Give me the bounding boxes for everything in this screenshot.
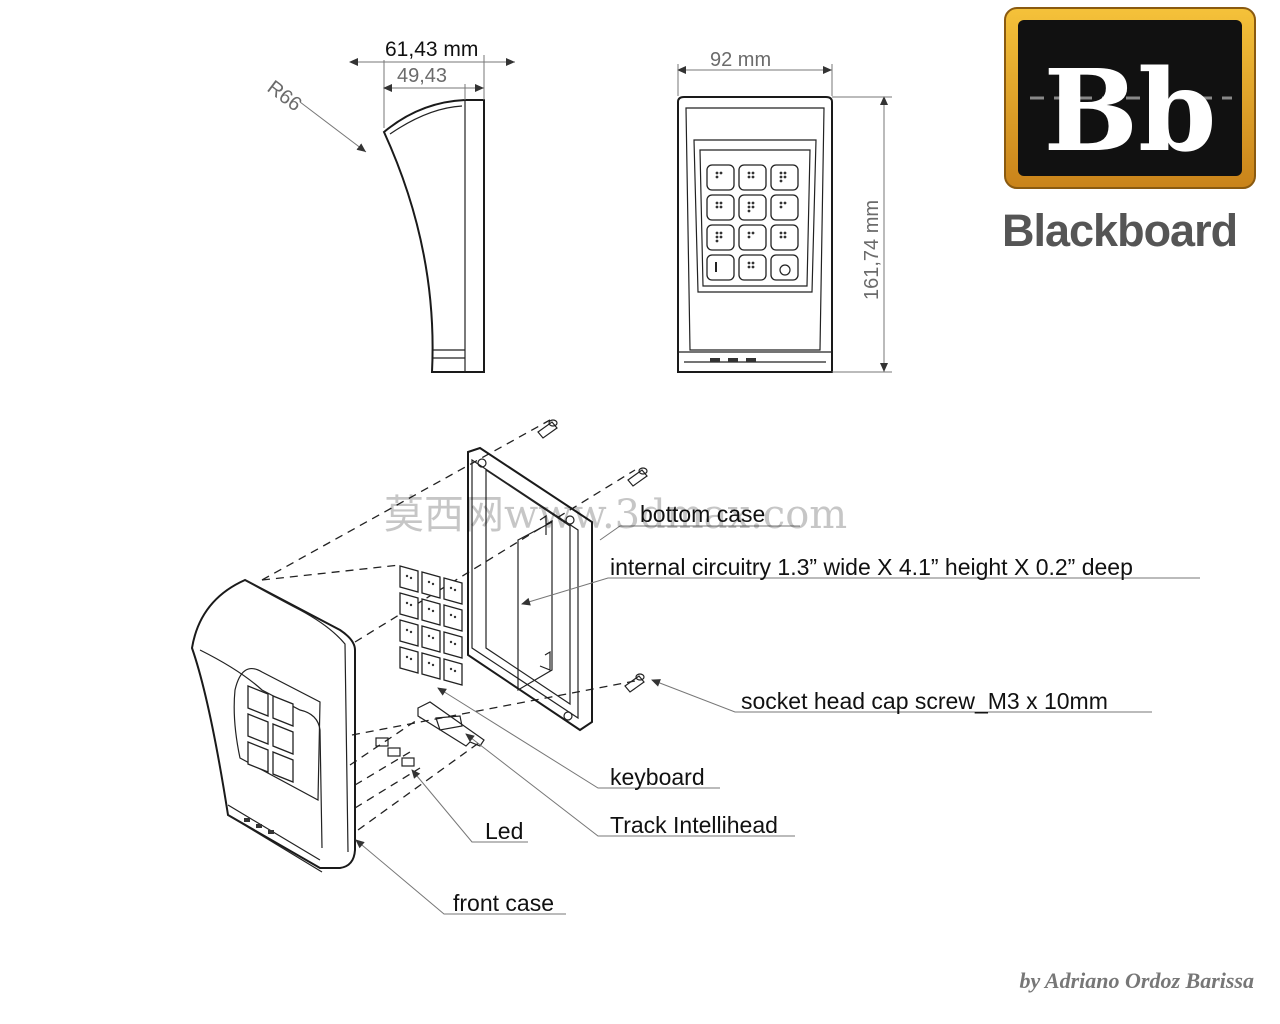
exploded-view: bottom case internal circuitry 1.3” wide…	[190, 419, 1200, 916]
keypad-key	[706, 164, 735, 191]
track-leader	[465, 733, 795, 837]
label-track-intellihead: Track Intellihead	[610, 812, 778, 838]
side-view: 61,43 mm 49,43 R66	[263, 38, 515, 373]
keyboard-key	[399, 646, 419, 674]
keyboard-key	[443, 604, 463, 632]
bottom-case-leader	[599, 525, 800, 541]
label-bottom-case: bottom case	[640, 501, 765, 527]
keyboard-key	[399, 592, 419, 620]
label-keyboard: keyboard	[610, 764, 705, 790]
keyboard-key	[421, 571, 441, 599]
logo-mark: Bb	[1044, 46, 1217, 177]
track-intellihead-part	[417, 701, 485, 747]
front-case-keypad	[247, 685, 294, 783]
keyboard-key	[421, 652, 441, 680]
screw-bottom	[624, 673, 645, 693]
keypad-key	[706, 254, 735, 281]
label-led: Led	[485, 818, 523, 844]
keypad-key	[738, 194, 767, 221]
front-case-key	[247, 741, 269, 773]
height-dim: 161,74 mm	[861, 200, 883, 300]
keyboard-key	[399, 565, 419, 593]
keypad-key	[770, 224, 799, 251]
keypad-key	[706, 194, 735, 221]
keypad-key	[770, 254, 799, 281]
keypad-key	[738, 224, 767, 251]
label-socket-screw: socket head cap screw_M3 x 10mm	[741, 688, 1108, 714]
keypad-key	[738, 164, 767, 191]
keyboard-key	[421, 625, 441, 653]
led-leader	[411, 769, 528, 843]
circuitry-leader	[521, 577, 1200, 606]
keyboard-key	[443, 631, 463, 659]
blackboard-logo: Bb	[1004, 7, 1256, 189]
front-case-key	[272, 695, 294, 727]
bottom-case	[467, 446, 593, 732]
front-case	[190, 578, 356, 873]
front-case-key	[272, 723, 294, 755]
front-case-leader	[355, 839, 566, 915]
front-keypad	[706, 164, 799, 281]
watermark: 莫西网www.3dmax.com	[384, 492, 847, 538]
screw-top	[537, 419, 558, 439]
radius-dim: R66	[263, 76, 306, 116]
front-case-key	[247, 685, 269, 717]
keypad-key	[770, 194, 799, 221]
keypad-key	[770, 164, 799, 191]
screw-middle	[627, 467, 648, 487]
author-credit: by Adriano Ordoz Barissa	[1019, 968, 1254, 993]
width-dim: 92 mm	[710, 49, 771, 71]
keyboard-key	[399, 619, 419, 647]
keyboard-part	[399, 565, 463, 686]
keyboard-key	[443, 658, 463, 686]
depth-inner-dim: 49,43	[397, 65, 447, 87]
keyboard-key	[443, 577, 463, 605]
brand-name: Blackboard	[1002, 205, 1238, 256]
keypad-key	[706, 224, 735, 251]
keyboard-key	[421, 598, 441, 626]
label-internal-circuitry: internal circuitry 1.3” wide X 4.1” heig…	[610, 554, 1133, 580]
screw-leader	[651, 679, 1152, 713]
front-case-key	[247, 713, 269, 745]
depth-total-dim: 61,43 mm	[385, 38, 478, 61]
keypad-key	[738, 254, 767, 281]
front-case-key	[272, 751, 294, 783]
keyboard-leader	[437, 687, 720, 789]
front-view: 92 mm 161,74 mm	[677, 49, 892, 373]
label-front-case: front case	[453, 890, 554, 916]
led-parts	[375, 737, 415, 767]
